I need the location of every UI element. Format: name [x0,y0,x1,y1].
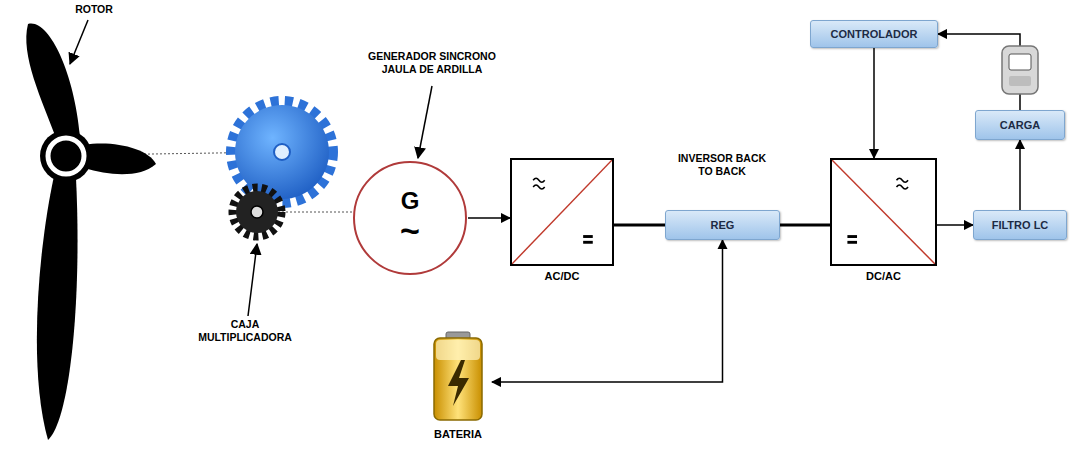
node-text: REG [711,219,735,231]
diagonal-line [512,160,612,264]
dc-symbol [583,241,593,244]
connector [873,48,875,158]
battery-icon [428,330,488,422]
connector [780,224,830,227]
dc-symbol [847,235,857,238]
converter-symbol [832,160,935,264]
dc-symbol [847,241,857,244]
node-text: FILTRO LC [992,219,1049,231]
diagonal-line [832,160,935,264]
rectifier-box: AC/DC [510,158,614,266]
load-box: CARGA [975,110,1065,140]
converter-symbol [512,160,612,264]
node-text: BATERIA [434,428,482,440]
ac-symbol [896,178,908,182]
leader-line [248,244,257,316]
ac-symbol [896,185,908,189]
leader-line [418,86,432,158]
gearbox-illustration [232,102,332,236]
node-text: DC/AC [866,270,901,282]
connector [1019,140,1021,210]
ac-symbol [533,185,545,189]
connector [468,217,510,219]
regulator-box: REG [665,210,780,240]
battery: BATERIA [428,330,488,422]
inverter-box: DC/AC [830,158,937,266]
connector [614,224,665,227]
part-label: ROTOR [75,3,113,16]
part-label: CAJA MULTIPLICADORA [198,318,292,344]
dc-symbol [583,235,593,238]
leader-line [70,20,88,64]
part-label: GENERADOR SINCRONO JAULA DE ARDILLA [357,50,507,76]
controller-box: CONTROLADOR [810,20,938,48]
ac-symbol [533,178,545,182]
rotor-illustration [26,24,156,440]
part-label: INVERSOR BACK TO BACK [677,152,767,178]
node-text: AC/DC [545,270,580,282]
generator-circle: G~ [352,160,468,276]
node-text: G [401,189,420,213]
filter-box: FILTRO LC [973,210,1067,240]
node-text: CARGA [1000,119,1040,131]
node-text: ~ [400,213,420,247]
node-text: CONTROLADOR [831,28,918,40]
connector [937,224,973,226]
